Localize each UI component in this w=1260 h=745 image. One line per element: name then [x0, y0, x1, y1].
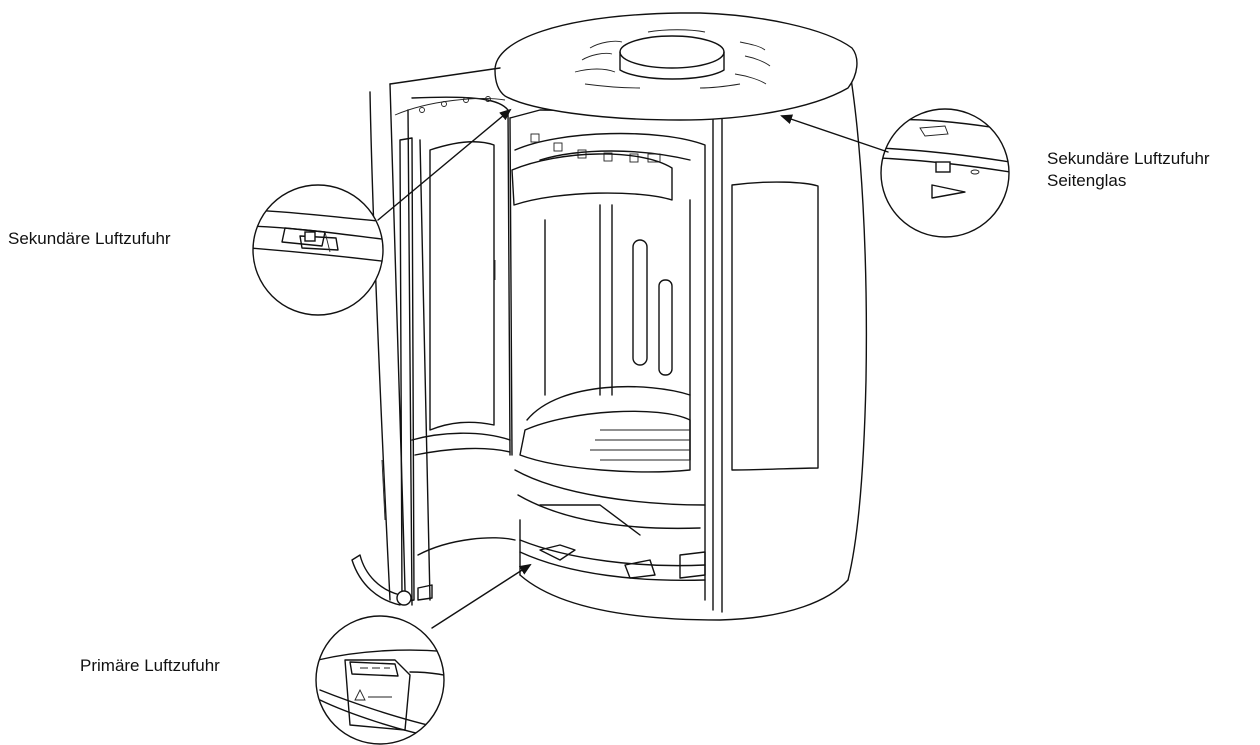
- label-secondary-air-side-glass: Sekundäre Luftzufuhr Seitenglas: [1047, 148, 1210, 192]
- arrow-secondary-left: [377, 108, 512, 221]
- open-door: [351, 67, 516, 606]
- stove-body: [509, 59, 868, 621]
- label-line-1: Sekundäre Luftzufuhr: [1047, 149, 1210, 168]
- arrow-secondary-right: [780, 114, 889, 153]
- detail-primary-air: [315, 615, 445, 745]
- label-secondary-air: Sekundäre Luftzufuhr: [8, 229, 171, 248]
- label-primary-air: Primäre Luftzufuhr: [80, 656, 220, 675]
- detail-secondary-air-left: [252, 184, 384, 316]
- arrow-primary: [431, 563, 532, 629]
- label-line-2: Seitenglas: [1047, 171, 1127, 190]
- stove-top-plate: [494, 12, 858, 121]
- detail-secondary-air-right: [880, 108, 1010, 238]
